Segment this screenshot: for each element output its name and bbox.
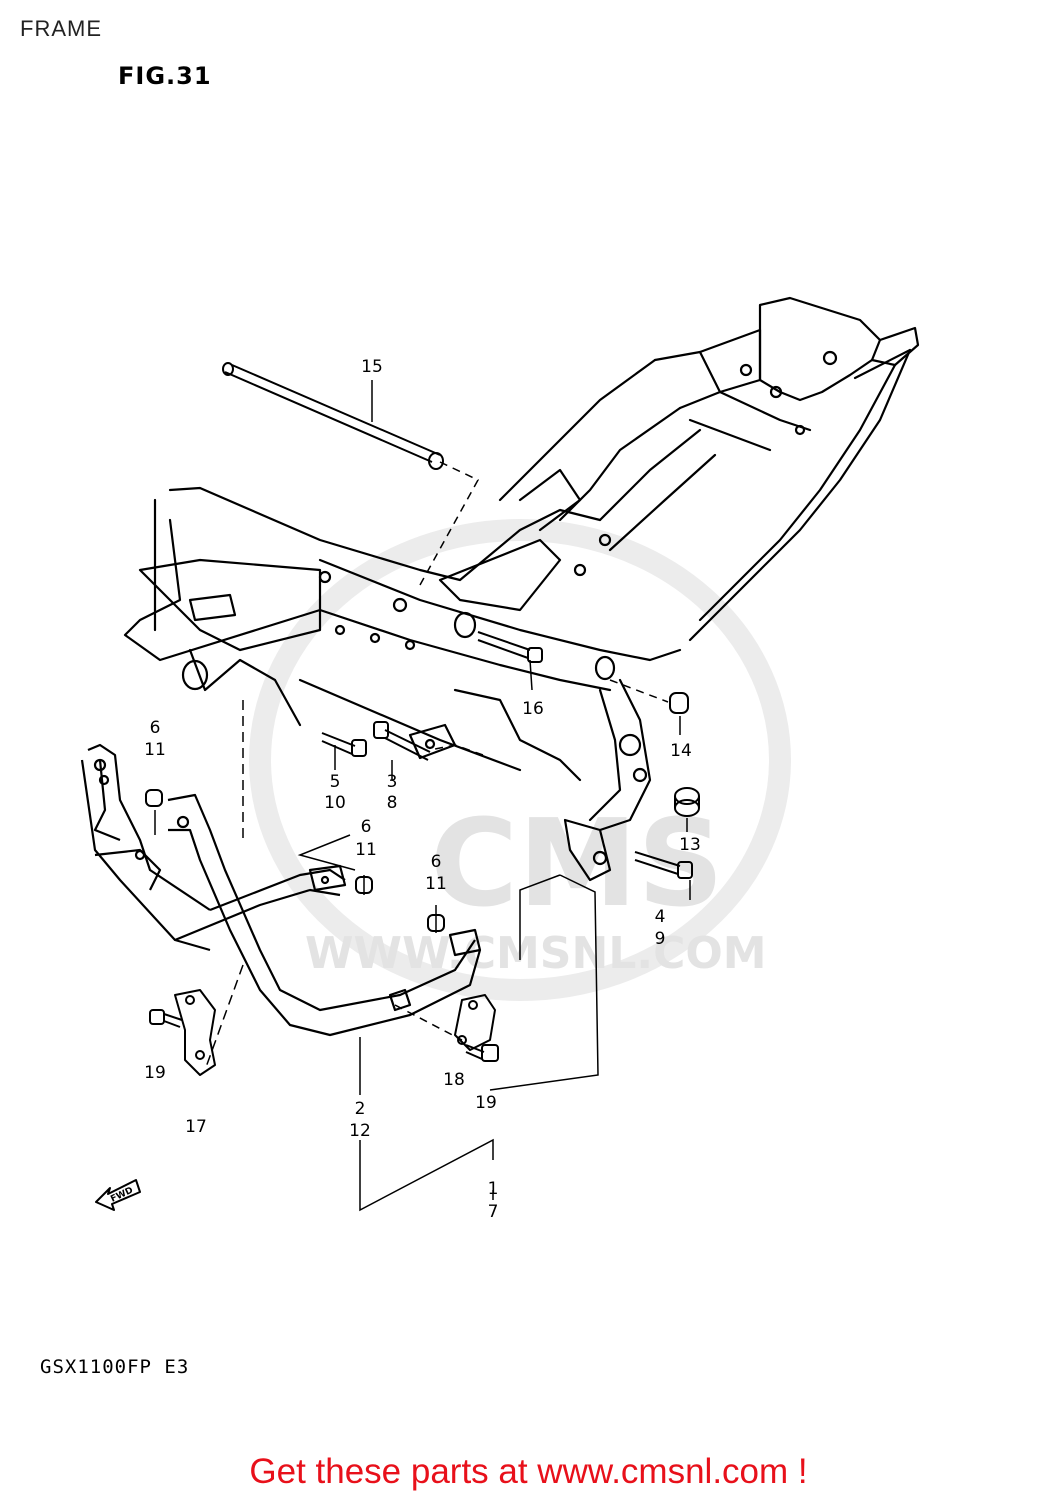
leader-lines: [154, 380, 691, 1212]
callout-18: 18: [443, 1070, 465, 1090]
callout-19-b: 19: [475, 1093, 497, 1113]
callout-4: 4: [655, 907, 666, 927]
part-19-bolt-b: [465, 1044, 499, 1062]
callout-19-a: 19: [144, 1063, 166, 1083]
model-code: GSX1100FP E3: [40, 1356, 190, 1378]
page-title: FRAME: [20, 16, 102, 41]
callout-5: 5: [330, 772, 341, 792]
callout-11-c: 11: [425, 874, 447, 894]
callout-11-a: 11: [144, 740, 166, 760]
fwd-arrow: FWD: [95, 1179, 141, 1211]
part-14-nut: [669, 692, 689, 714]
callout-8: 8: [387, 793, 398, 813]
part-6-nut-a: [145, 789, 163, 807]
hardware: [145, 362, 700, 932]
part-15-rod: [222, 362, 444, 470]
callout-6-b: 6: [361, 817, 372, 837]
watermark-brand: CMS: [430, 795, 724, 934]
figure-number: FIG.31: [118, 62, 212, 90]
part-4-bolt: [634, 851, 693, 879]
part-17-bracket: [174, 989, 216, 1076]
callout-15: 15: [361, 357, 383, 377]
part-5-bolt: [321, 732, 367, 757]
lower-cradle: [80, 743, 482, 1037]
callout-13: 13: [679, 835, 701, 855]
callout-10: 10: [324, 793, 346, 813]
callout-2: 2: [355, 1099, 366, 1119]
callout-9: 9: [655, 929, 666, 949]
callout-6-a: 6: [150, 718, 161, 738]
callout-12: 12: [349, 1121, 371, 1141]
callout-16: 16: [522, 699, 544, 719]
part-16-bolt: [477, 631, 543, 663]
callout-7: 7: [488, 1202, 499, 1222]
callout-3: 3: [387, 772, 398, 792]
part-3-bolt: [373, 721, 431, 761]
part-18-bracket: [454, 994, 496, 1051]
cta-banner[interactable]: Get these parts at www.cmsnl.com !: [0, 1452, 1057, 1492]
part-13-collar: [674, 787, 700, 817]
main-frame: [123, 296, 920, 882]
part-19-bolt-a: [149, 1009, 183, 1028]
callout-14: 14: [670, 741, 692, 761]
brackets: [149, 989, 499, 1076]
callouts: 15 16 14 13 6 11 5 10 3 8 6 11 6 11 4 9 …: [144, 357, 701, 1222]
callout-11-b: 11: [355, 840, 377, 860]
callout-1: 1: [488, 1179, 499, 1199]
cta-link[interactable]: Get these parts at www.cmsnl.com !: [249, 1452, 808, 1491]
watermark-url: WWW.CMSNL.COM: [305, 928, 767, 979]
callout-6-c: 6: [431, 852, 442, 872]
callout-17: 17: [185, 1117, 207, 1137]
